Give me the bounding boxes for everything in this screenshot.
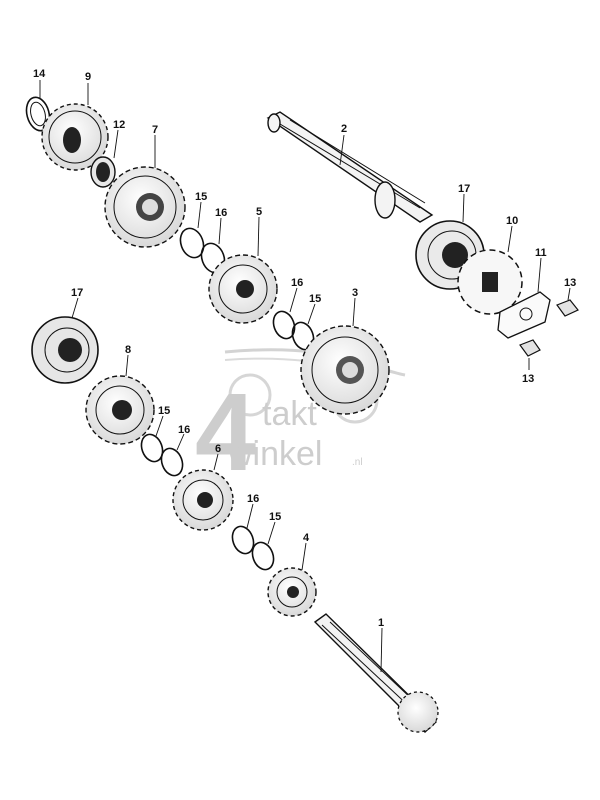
label-part-14: 14 <box>33 68 46 80</box>
part-12-bushing <box>90 156 116 188</box>
part-7-gear <box>104 166 186 248</box>
part-11-plate <box>497 291 551 339</box>
label-part-12: 12 <box>113 119 125 131</box>
watermark-word-top: takt <box>262 395 317 433</box>
part-16-washer-lower <box>160 447 184 477</box>
label-part-2: 2 <box>341 123 347 135</box>
part-13-bolt-upper <box>556 299 579 317</box>
label-part-4: 4 <box>303 532 310 544</box>
label-part-1: 1 <box>378 617 384 629</box>
label-part-16-bottom: 16 <box>247 493 259 505</box>
part-14-circlip <box>25 96 51 132</box>
part-16-washer-bottom <box>231 525 255 555</box>
part-17-bearing-left <box>31 316 99 384</box>
watermark-word-bottom: winkel <box>227 435 322 473</box>
label-part-17-left: 17 <box>71 287 83 299</box>
watermark-suffix: .nl <box>352 457 363 468</box>
label-part-15-mid: 15 <box>309 293 321 305</box>
part-8-gear <box>85 375 155 445</box>
label-part-3: 3 <box>352 287 358 299</box>
label-part-11: 11 <box>535 247 547 259</box>
label-part-15-bottom: 15 <box>269 511 281 523</box>
label-part-16-lower: 16 <box>178 424 190 436</box>
part-16-washer-mid <box>272 310 296 340</box>
label-part-17-right: 17 <box>458 183 470 195</box>
label-part-7: 7 <box>152 124 158 136</box>
label-part-9: 9 <box>85 71 91 83</box>
callout-labels: 14 9 12 7 2 15 16 5 17 10 11 13 13 16 15… <box>33 68 576 673</box>
part-15-circlip-bottom <box>251 541 275 571</box>
label-part-10: 10 <box>506 215 518 227</box>
label-part-6: 6 <box>215 443 221 455</box>
label-part-16-mid: 16 <box>291 277 303 289</box>
part-15-circlip-lower <box>140 433 164 463</box>
part-2-shaft <box>266 111 434 223</box>
part-5-gear <box>208 254 278 324</box>
label-part-15-lower: 15 <box>158 405 170 417</box>
label-part-16-upper: 16 <box>215 207 227 219</box>
part-15-circlip-upper <box>179 227 205 259</box>
part-3-gear <box>300 325 390 415</box>
part-10-sprocket <box>457 249 523 315</box>
part-1-shaft <box>313 613 439 733</box>
label-part-15-upper: 15 <box>195 191 207 203</box>
part-6-gear <box>172 469 234 531</box>
label-part-5: 5 <box>256 206 262 218</box>
part-13-bolt-lower <box>519 339 541 357</box>
label-part-13-upper: 13 <box>564 277 576 289</box>
part-9-gear <box>41 103 109 171</box>
label-part-8: 8 <box>125 344 131 356</box>
part-4-gear <box>267 567 317 617</box>
label-part-13-lower: 13 <box>522 373 534 385</box>
